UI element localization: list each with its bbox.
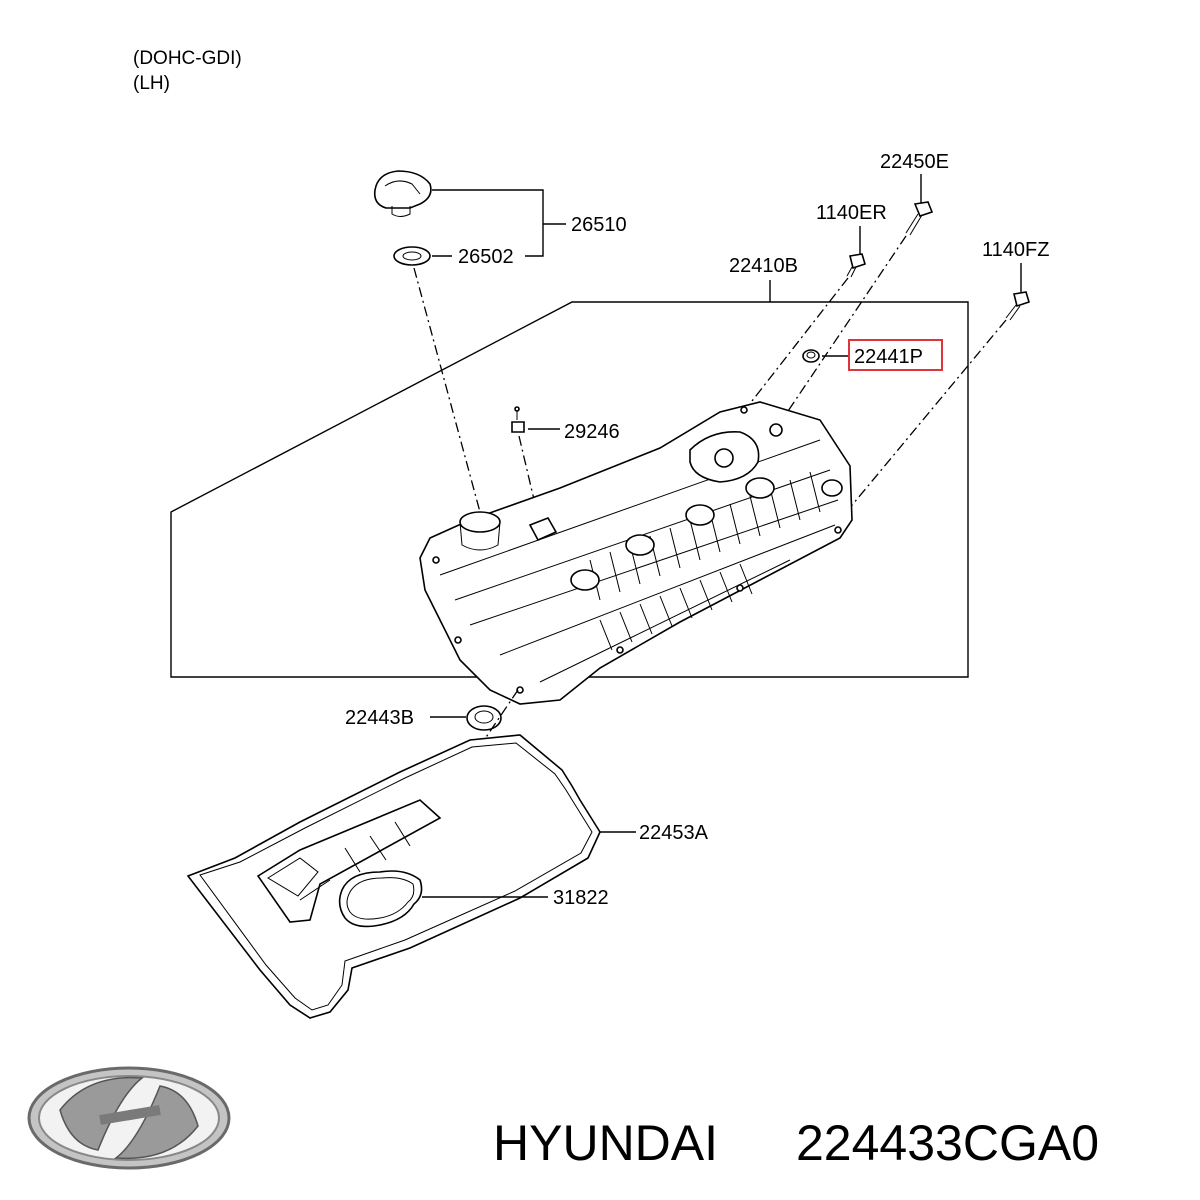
assembly-frame — [170, 301, 969, 678]
label-1140ER: 1140ER — [816, 202, 887, 224]
label-29246: 29246 — [564, 421, 620, 443]
label-1140FZ: 1140FZ — [982, 239, 1049, 261]
grommet-22441p — [802, 349, 820, 363]
cap-leader — [432, 189, 566, 257]
label-22450E: 22450E — [880, 151, 949, 173]
pcv-fitting-29246 — [511, 406, 525, 433]
cap-gasket — [393, 246, 431, 266]
brand-name: HYUNDAI — [493, 1115, 718, 1171]
valve-cover — [419, 401, 853, 705]
bolt-22450e — [905, 201, 934, 236]
label-31822: 31822 — [553, 887, 609, 909]
label-22441P: 22441P — [854, 346, 923, 368]
seal-22443b — [466, 705, 502, 731]
side-label: (LH) — [133, 73, 170, 94]
label-22443B: 22443B — [345, 707, 414, 729]
part-number: 224433CGA0 — [796, 1115, 1099, 1171]
label-26502: 26502 — [458, 246, 514, 268]
engine-type-label: (DOHC-GDI) — [133, 48, 242, 69]
oil-filler-cap — [373, 170, 432, 217]
gasket-31822 — [338, 870, 423, 928]
label-22453A: 22453A — [639, 822, 709, 844]
bolt-1140fz — [1005, 291, 1030, 321]
label-22410B: 22410B — [729, 255, 798, 277]
hyundai-logo — [27, 1066, 231, 1170]
bolt-1140er — [846, 253, 866, 278]
label-26510: 26510 — [571, 214, 627, 236]
highlight-box — [848, 339, 943, 371]
